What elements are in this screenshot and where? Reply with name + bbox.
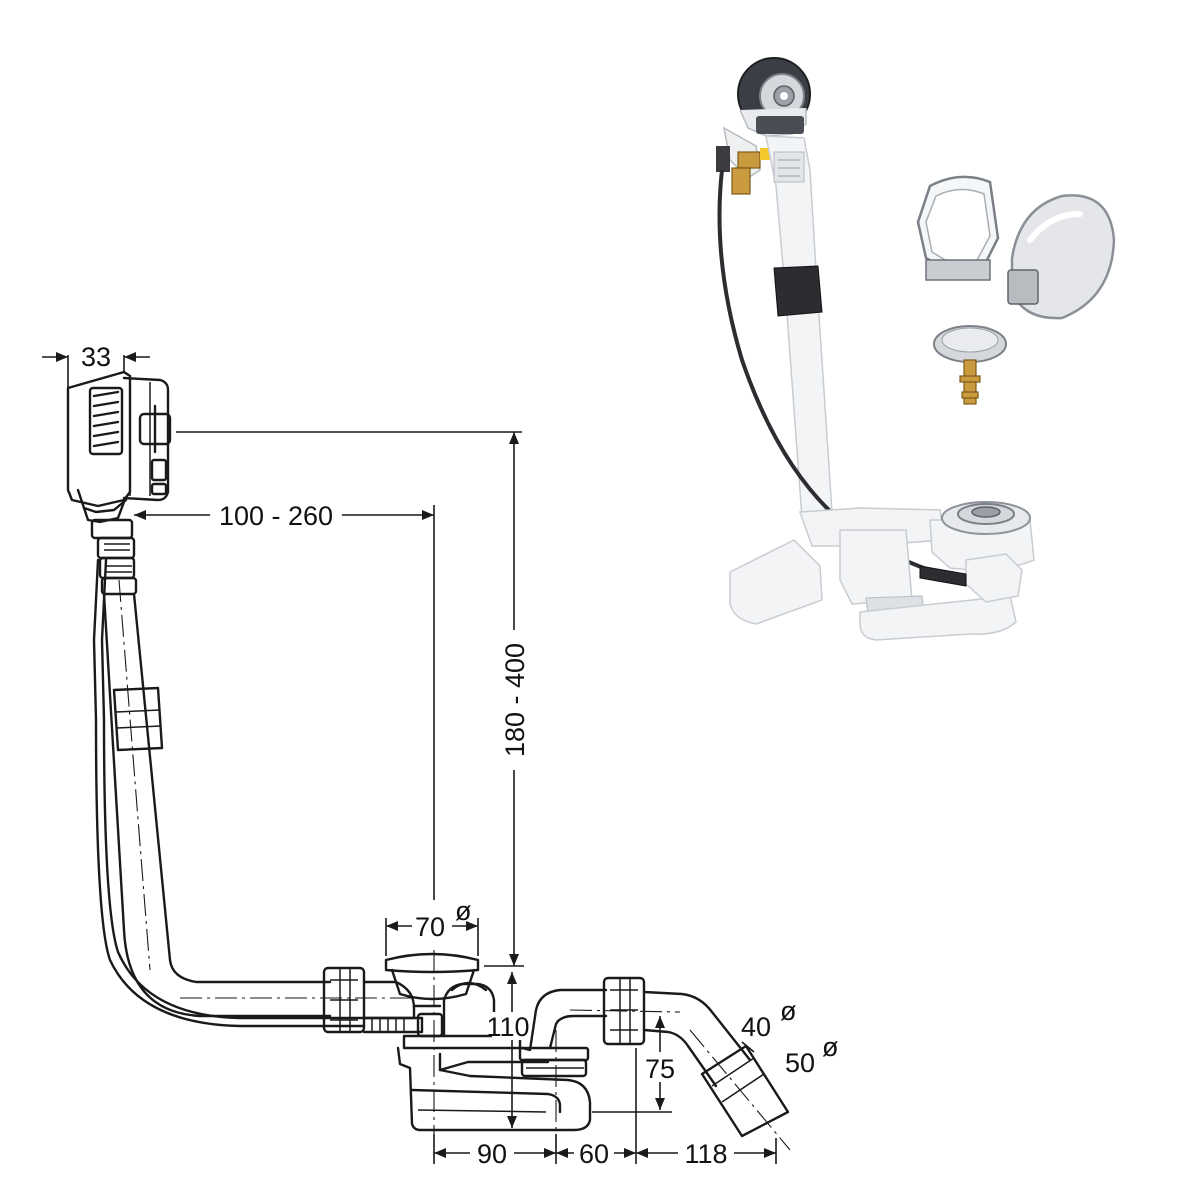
dim-overflow-width: 33 (81, 342, 111, 372)
overflow-tube (102, 579, 420, 1018)
photo-rosette-ring (916, 175, 1000, 281)
photo-overflow-head (737, 57, 811, 137)
product-photo (716, 57, 1116, 641)
diameter-symbol-40: ø (780, 996, 797, 1026)
dim-vertical-range: 180 - 400 (500, 643, 530, 757)
diameter-symbol-70: ø (455, 896, 472, 926)
dim-horizontal-range: 100 - 260 (219, 501, 333, 531)
trap-riser (518, 988, 608, 1078)
overflow-grille (88, 386, 124, 456)
photo-drain-assembly (729, 501, 1035, 641)
dim-trap-height: 110 (486, 1012, 529, 1042)
outlet-pipe (569, 990, 791, 1151)
diameter-symbol-50: ø (822, 1032, 839, 1062)
overflow-head (66, 370, 172, 596)
dimensions: 33 100 - 260 180 - 400 70 ø (42, 342, 839, 1169)
dim-offset-60: 60 (579, 1139, 609, 1169)
photo-valve (716, 126, 774, 195)
dim-outlet-diameter-40: 40 (741, 1012, 771, 1042)
dim-outlet-height: 75 (645, 1054, 675, 1084)
union-nut-left (322, 966, 366, 1034)
photo-cover-cap (1007, 194, 1116, 320)
dim-outlet-diameter-50: 50 (785, 1048, 815, 1078)
dim-offset-118: 118 (684, 1139, 727, 1169)
photo-drain-plug (933, 325, 1007, 405)
dim-drain-diameter: 70 (415, 912, 445, 942)
technical-drawing: 33 100 - 260 180 - 400 70 ø (42, 342, 839, 1169)
drain-body (362, 952, 592, 1132)
bowden-cable (92, 558, 366, 1028)
photo-overflow-tube (765, 135, 833, 519)
dim-offset-90: 90 (477, 1139, 507, 1169)
